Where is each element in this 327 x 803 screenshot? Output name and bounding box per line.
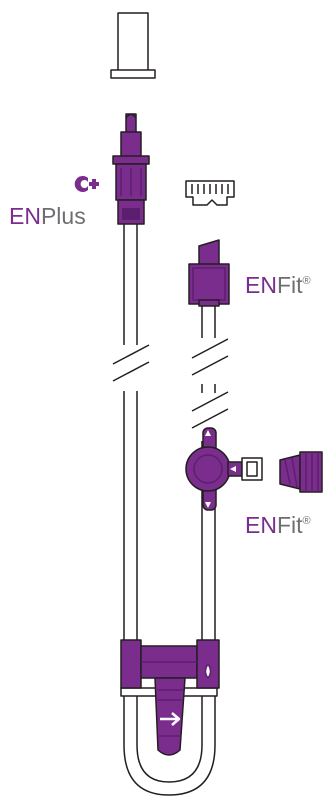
enfit-side-prefix: EN [245, 512, 277, 538]
enfit-side-mark: ® [302, 515, 311, 527]
enplus-connector [112, 113, 150, 225]
break-mark-left [112, 344, 150, 391]
enfit-label-side: ENFit® [245, 514, 311, 537]
arrow-right-icon [160, 712, 181, 726]
stopcock-valve [185, 427, 263, 511]
enplus-label-prefix: EN [9, 203, 41, 229]
roller-clamp [154, 677, 186, 756]
break-mark-right-upper [191, 338, 229, 384]
left-tube [123, 222, 138, 700]
enfit-top-suffix: Fit [276, 272, 303, 298]
enfit-top-mark: ® [302, 275, 311, 287]
u-bend-tube [123, 700, 216, 796]
enfit-small-cap [185, 180, 235, 206]
break-mark-right-lower-lines [191, 391, 229, 433]
protective-cap [110, 12, 156, 79]
enfit-side-suffix: Fit [276, 512, 303, 538]
enplus-label-suffix: Plus [40, 203, 86, 229]
enfit-connector [188, 239, 230, 307]
enfit-side-connector [279, 451, 323, 493]
enplus-label: ENPlus [9, 205, 86, 228]
enplus-logo-icon [74, 175, 99, 192]
drop-icon [204, 663, 212, 679]
enfit-top-prefix: EN [245, 272, 277, 298]
enfit-label-top: ENFit® [245, 274, 311, 297]
